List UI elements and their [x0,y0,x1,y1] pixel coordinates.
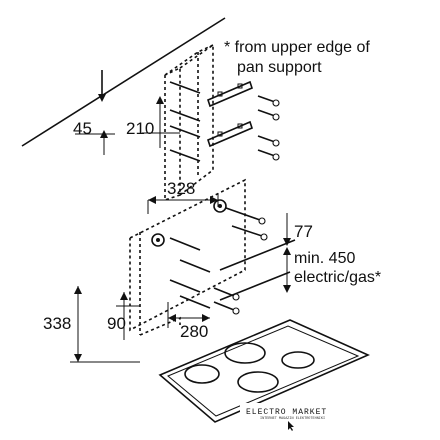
dim-45-label: 45 [73,119,92,138]
watermark-title: ELECTRO MARKET [246,408,327,417]
dim-338-arrowhead-bottom [74,354,82,362]
dim-338-arrowhead-top [74,286,82,294]
electro-market-logo: ELECTRO MARKET INTERNET MAGAZIN ELEKTROT… [240,403,336,431]
lower-bracket [207,120,253,148]
dim-210-arrowhead [156,96,164,104]
dim-77-label: 77 [294,222,313,241]
note-top-line2: pan support [237,59,322,76]
dim-328-label: 328 [167,179,195,198]
upper-screws [169,81,280,162]
note-right-line1: min. 450 [294,250,355,267]
ceiling-arrowhead [98,94,106,102]
dim-90-label: 90 [107,314,126,333]
dim-450-arrowhead-bottom [283,285,291,293]
dim-210-label: 210 [126,119,154,138]
dim-338-label: 338 [43,314,71,333]
dim-280-arrow-l [168,314,176,322]
dim-77-arrowhead [283,238,291,246]
watermark-subtitle: INTERNET MAGAZIN ELEKTROTEHNIKI [260,417,325,421]
upper-chimney-outline [164,43,214,202]
lower-screws [169,207,268,315]
cursor-icon [288,421,294,431]
dim-450-arrowhead-top [283,247,291,255]
cooktop [158,319,370,423]
ref-line-top [219,239,296,271]
dim-90-arrowhead [120,292,128,300]
note-right-line2: electric/gas* [294,269,381,286]
note-top-line1: * from upper edge of [224,39,370,56]
ref-line-mid [219,271,291,301]
lower-chimney-outline [129,178,246,336]
dim-328-arrow-l [148,196,156,204]
dim-280-label: 280 [180,322,208,341]
ceiling-line [21,17,226,147]
wall-plate-holes [151,199,227,247]
dim-328-arrow-r [210,196,218,204]
upper-bracket [207,80,253,108]
dim-280-arrow-r [202,314,210,322]
